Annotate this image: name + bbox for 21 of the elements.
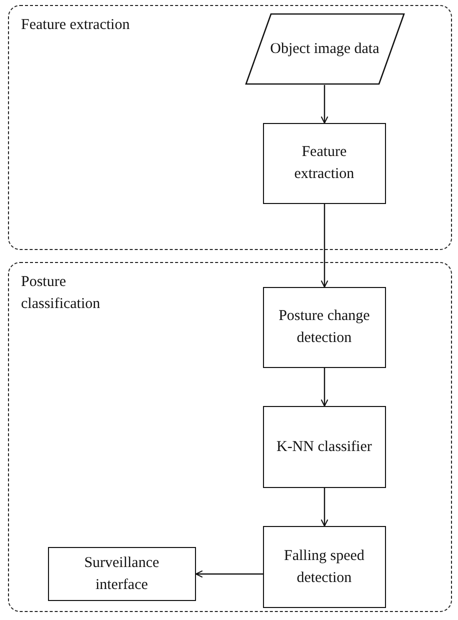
arrow <box>320 488 328 527</box>
box-label: Falling speed detection <box>282 546 366 588</box>
box-label: Posture change detection <box>278 307 371 348</box>
group-title: Feature extraction <box>21 16 131 35</box>
box-label: Feature extraction <box>293 143 356 184</box>
dashed-group-frame <box>8 262 452 612</box>
box-label: Surveillance interface <box>83 554 160 595</box>
process-box <box>262 526 386 608</box>
process-box <box>262 122 386 204</box>
group-title: Posture classification <box>21 273 102 314</box>
dashed-group-frame <box>8 5 452 250</box>
arrow <box>320 368 328 407</box>
arrow <box>320 85 328 124</box>
process-box <box>262 286 386 368</box>
arrow <box>320 204 328 288</box>
data-parallelogram <box>244 12 405 85</box>
box-label: K-NN classifier <box>275 438 373 457</box>
arrow <box>195 570 263 578</box>
process-box <box>262 406 386 488</box>
process-box <box>48 546 196 601</box>
box-label: Object image data <box>269 40 380 59</box>
